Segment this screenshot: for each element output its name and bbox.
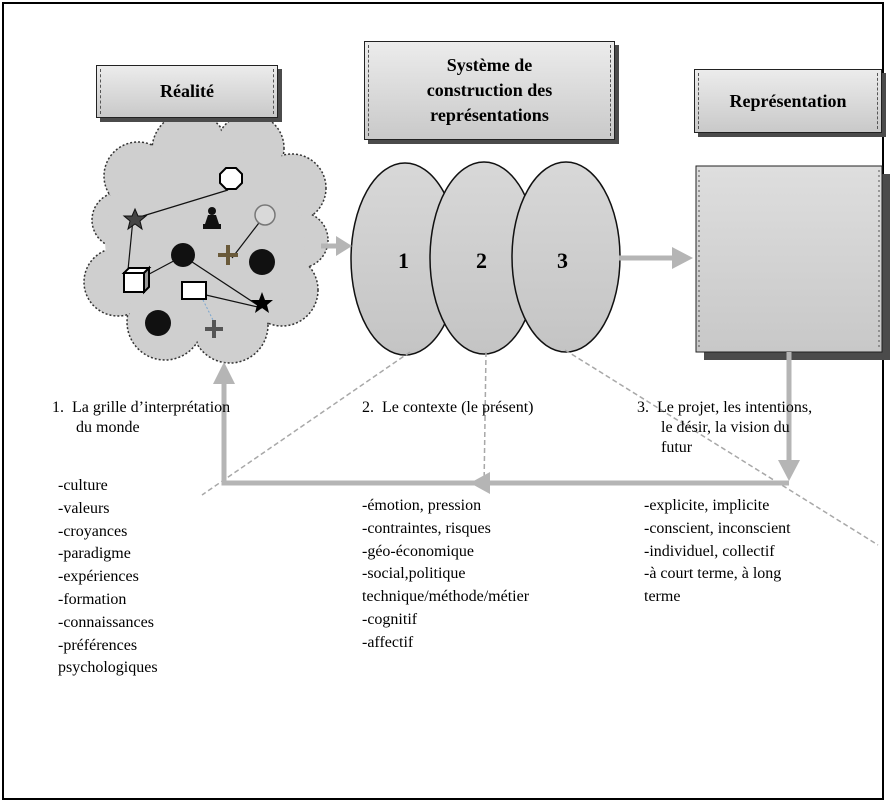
list-item: -contraintes, risques: [362, 519, 491, 537]
header-representation: Représentation: [694, 69, 882, 133]
stage-1-caption: 1. La grille d’interprétation du monde: [52, 399, 231, 436]
black-dot-icon: [171, 243, 195, 267]
list-item: terme: [644, 588, 681, 606]
list-item: -connaissances: [58, 613, 154, 631]
list-item: -croyances: [58, 522, 128, 540]
feedback-arrowhead-up: [213, 362, 235, 384]
feedback-arrowhead-down: [778, 460, 800, 481]
black-dot-icon: [145, 310, 171, 336]
octagon-icon: [219, 167, 243, 190]
star-icon: [251, 292, 273, 313]
representation-box: [695, 165, 890, 360]
header-reality: Réalité: [96, 65, 278, 118]
leader-lines: [201, 349, 879, 546]
feedback-loop-arrow: [221, 352, 792, 486]
list-item: -expériences: [58, 568, 139, 586]
white-square-icon: [181, 281, 207, 300]
list-project: -explicite, implicite -conscient, incons…: [644, 495, 791, 609]
grey-circle-icon: [254, 204, 276, 226]
list-item: -à court terme, à long: [644, 565, 782, 583]
arrow-cloud-to-system: [321, 236, 352, 256]
list-item: -paradigme: [58, 545, 131, 563]
list-item: -social,politique: [362, 565, 466, 583]
feedback-arrowhead-mid: [470, 472, 490, 494]
ellipse-number-2: 2: [476, 248, 487, 273]
reality-cloud: [83, 111, 329, 364]
star-icon: [122, 207, 148, 231]
list-culture: -culture -valeurs -croyances -paradigme …: [58, 475, 158, 680]
stage-2-caption: 2. Le contexte (le présent): [362, 399, 534, 416]
list-context: -émotion, pression -contraintes, risques…: [362, 495, 529, 655]
header-representation-label: Représentation: [729, 90, 847, 111]
list-item: -individuel, collectif: [644, 542, 775, 560]
stage-3-caption: 3. Le projet, les intentions, le désir, …: [637, 399, 813, 456]
diagram-frame: [2, 2, 884, 800]
list-item: -affectif: [362, 633, 414, 651]
ellipse-number-3: 3: [557, 248, 568, 273]
list-item: -explicite, implicite: [644, 497, 770, 514]
list-item: -préférences: [58, 636, 138, 654]
header-system: Système de construction des représentati…: [364, 41, 615, 140]
ellipse-number-1: 1: [398, 248, 409, 273]
list-item: psychologiques: [58, 659, 158, 677]
cube-icon: [121, 265, 152, 295]
list-item: technique/méthode/métier: [362, 588, 530, 606]
header-system-label: Système de construction des représentati…: [426, 55, 553, 125]
grey-plus-icon: [205, 320, 223, 338]
pawn-icon: [203, 207, 221, 229]
arrow-system-to-representation: [619, 247, 693, 269]
list-item: -géo-économique: [362, 542, 474, 560]
black-dot-icon: [249, 249, 275, 275]
list-item: -valeurs: [58, 499, 110, 517]
header-reality-label: Réalité: [160, 81, 214, 101]
list-item: -cognitif: [362, 610, 418, 628]
list-item: -conscient, inconscient: [644, 519, 791, 537]
list-item: -culture: [58, 477, 108, 494]
list-item: -émotion, pression: [362, 497, 482, 514]
list-item: -formation: [58, 590, 127, 608]
brown-plus-icon: [218, 245, 238, 265]
